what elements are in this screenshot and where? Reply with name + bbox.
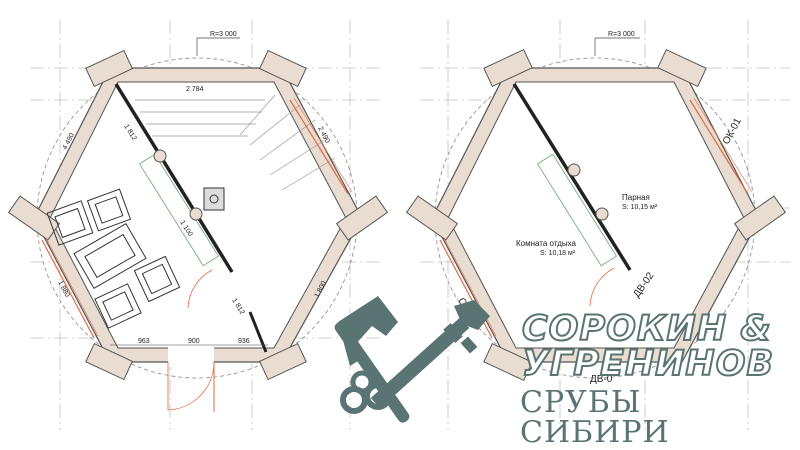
left-inner-door-swing	[187, 269, 213, 309]
steam-room-area: S: 10,15 м²	[622, 204, 658, 211]
left-window-top-right	[289, 99, 349, 195]
right-log-corners	[405, 48, 787, 382]
window-tag-ok01: ОК-01	[721, 116, 744, 146]
right-window-top-right	[689, 99, 749, 195]
logo-emblem	[334, 296, 490, 423]
right-inner-door-swing	[589, 267, 615, 307]
left-partition-node-upper	[153, 149, 167, 163]
right-partition-node-lower	[595, 207, 609, 221]
right-partition-node-upper	[567, 163, 581, 177]
left-log-corners	[7, 49, 389, 381]
left-dim-bottom-c: 936	[238, 338, 250, 345]
left-entrance-door-swing	[167, 362, 215, 411]
stove-icon	[203, 187, 225, 211]
left-radius-label: R=3 000	[210, 31, 237, 38]
logo-text-tagline: СРУБЫ СИБИРИ	[520, 385, 670, 450]
left-dim-bottom-a: 963	[138, 338, 150, 345]
right-plan: R=3 000 Парная S: 10,15 м² Комната отдых…	[405, 31, 787, 385]
rest-room-name: Комната отдыха	[516, 239, 577, 248]
door-tag-dv0: ДВ-0	[590, 374, 613, 385]
right-partition-glass	[537, 153, 617, 267]
left-sauna-shelves	[135, 94, 336, 191]
left-dim-top: 2 784	[186, 86, 204, 93]
left-partition-wall	[114, 83, 234, 273]
logo-text-line2: УГРЕНИНОВ	[521, 344, 775, 384]
left-window-bottom-left	[41, 239, 95, 339]
steam-room-name: Парная	[622, 193, 650, 202]
right-partition-wall	[512, 83, 632, 271]
left-entrance-opening	[168, 345, 214, 367]
left-partition-glass	[139, 153, 219, 267]
right-radius-label: R=3 000	[608, 31, 635, 38]
logo-text-line1: СОРОКИН &	[521, 309, 772, 349]
rest-room-area: S: 10,18 м²	[540, 250, 576, 257]
left-partition-node-lower	[189, 207, 203, 221]
left-dim-bottom-b: 900	[188, 338, 200, 345]
left-plan: R=3 000	[7, 31, 389, 412]
key-icon	[340, 300, 490, 414]
left-rest-room-furniture	[46, 188, 181, 329]
